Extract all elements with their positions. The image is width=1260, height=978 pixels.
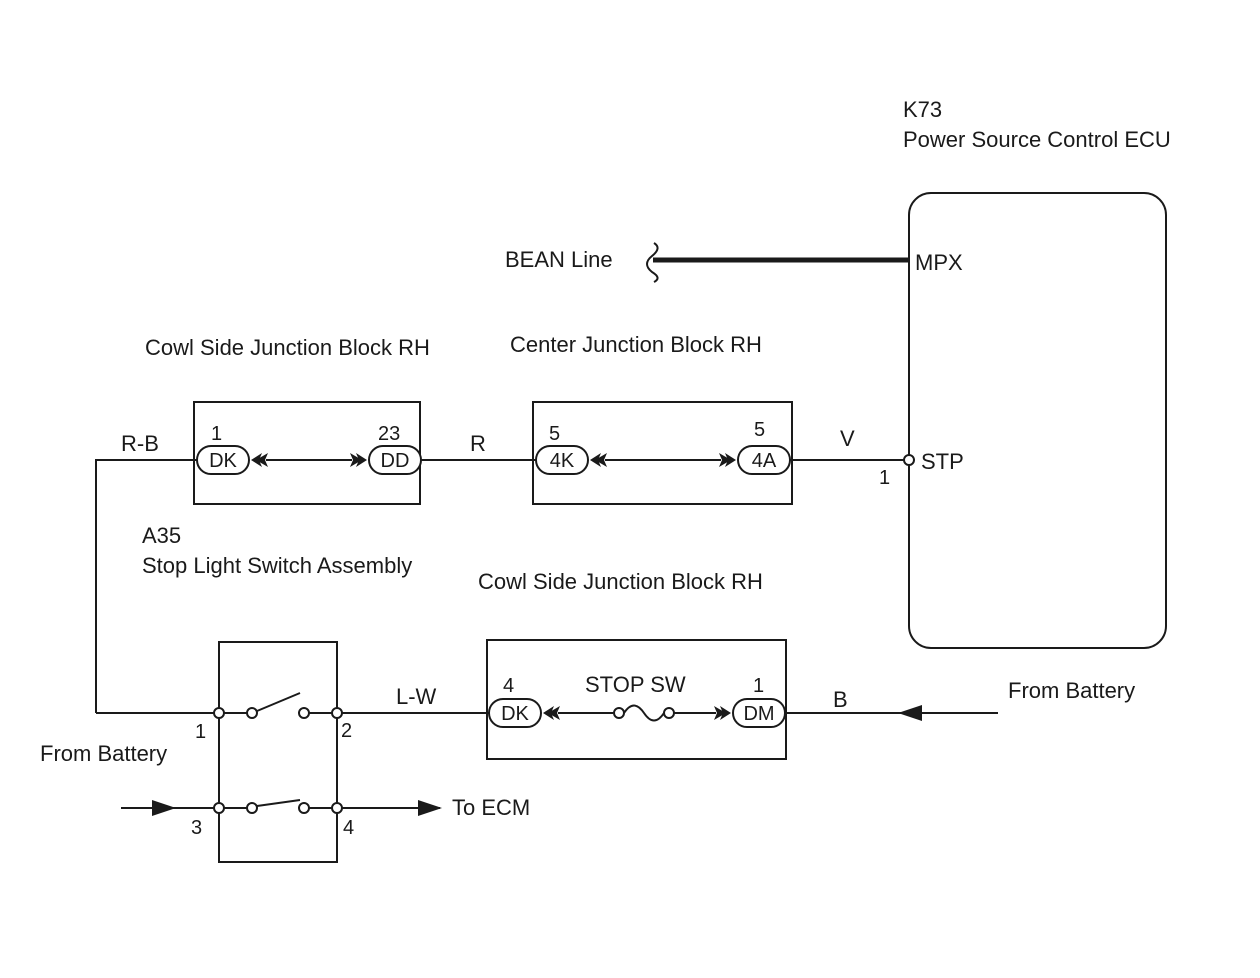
switch-pin-1: 1: [195, 721, 206, 743]
connector-dd-label: DD: [381, 450, 410, 472]
arrow-right-icon: [418, 800, 442, 816]
jb-center-box: [532, 401, 793, 505]
connector-4a-label: 4A: [752, 450, 777, 472]
connector-dk-bottom-label: DK: [501, 703, 529, 725]
jb-cowl-top-left-pin: 1: [211, 423, 222, 445]
switch-blade: [256, 799, 301, 807]
terminal-arrow-icon: [350, 453, 367, 467]
switch-contact: [246, 802, 258, 814]
fuse-label: STOP SW: [585, 672, 686, 697]
switch-blade-open: [256, 692, 301, 712]
ecu-terminal-stp: STP: [921, 449, 964, 474]
switch-box: [218, 641, 338, 863]
terminal-arrow-icon: [714, 706, 731, 720]
ecu-terminal-mpx: MPX: [915, 250, 963, 275]
jb-center-left-pin: 5: [549, 423, 560, 445]
from-battery-right: From Battery: [1008, 678, 1135, 703]
wire-b-label: B: [833, 687, 848, 712]
jb-cowl-top-right-pin: 23: [378, 423, 400, 445]
fuse-terminal: [663, 707, 675, 719]
fuse-terminal: [613, 707, 625, 719]
to-ecm-label: To ECM: [452, 795, 530, 820]
wire-lw-label: L-W: [396, 684, 437, 709]
fuse-icon: [623, 704, 665, 722]
jb-cowl-bottom-left-pin: 4: [503, 675, 514, 697]
jb-cowl-top-title: Cowl Side Junction Block RH: [145, 335, 430, 360]
jb-center-right-pin: 5: [754, 419, 765, 441]
switch-terminal-3: [213, 802, 225, 814]
arrow-right-icon: [152, 800, 176, 816]
switch-pin-4: 4: [343, 817, 354, 839]
arrow-left-icon: [898, 705, 922, 721]
jb-cowl-bottom-box: [486, 639, 787, 760]
switch-terminal-2: [331, 707, 343, 719]
ecu-stp-terminal: [903, 454, 915, 466]
ecu-code: K73: [903, 97, 942, 122]
switch-pin-2: 2: [341, 720, 352, 742]
switch-pin-3: 3: [191, 817, 202, 839]
switch-terminal-4: [331, 802, 343, 814]
terminal-arrow-icon: [543, 706, 560, 720]
terminal-arrow-icon: [719, 453, 736, 467]
from-battery-left: From Battery: [40, 741, 167, 766]
wire-v-label: V: [840, 426, 855, 451]
terminal-arrow-icon: [590, 453, 607, 467]
switch-contact: [298, 802, 310, 814]
ecu-name: Power Source Control ECU: [903, 127, 1171, 152]
ecu-box: [908, 192, 1167, 649]
wire-rb-label: R-B: [121, 431, 159, 456]
ecu-pin-stp: 1: [879, 467, 890, 489]
jb-cowl-bottom-title: Cowl Side Junction Block RH: [478, 569, 763, 594]
switch-name: Stop Light Switch Assembly: [142, 553, 412, 578]
connector-dm-label: DM: [743, 703, 774, 725]
switch-contact: [298, 707, 310, 719]
wire-r-label: R: [470, 431, 486, 456]
jb-cowl-bottom-right-pin: 1: [753, 675, 764, 697]
wire-break-icon: [646, 242, 659, 283]
connector-4k-label: 4K: [550, 450, 575, 472]
bean-line-label: BEAN Line: [505, 247, 613, 272]
terminal-arrow-icon: [251, 453, 268, 467]
switch-code: A35: [142, 523, 181, 548]
switch-terminal-1: [213, 707, 225, 719]
switch-contact: [246, 707, 258, 719]
jb-center-title: Center Junction Block RH: [510, 332, 762, 357]
connector-dk-top-label: DK: [209, 450, 237, 472]
